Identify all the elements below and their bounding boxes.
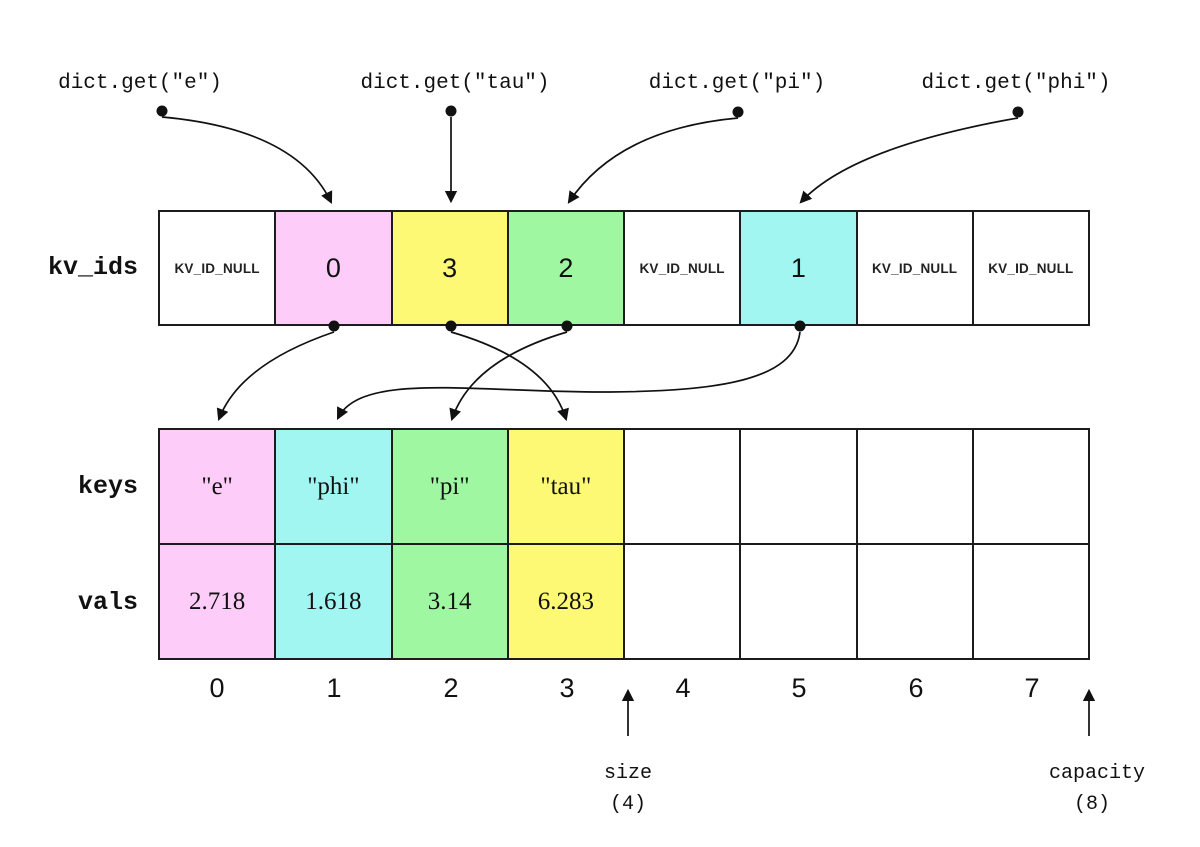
arrow-kvid2-to-key-pi	[449, 331, 568, 422]
vals-cell-6	[855, 545, 972, 658]
val-value: 3.14	[427, 587, 472, 615]
key-value: "tau"	[540, 472, 592, 500]
vals-cell-3: 6.283	[506, 545, 623, 658]
key-value: "pi"	[429, 472, 470, 500]
keys-row-label: keys	[77, 472, 138, 501]
arrow-kvid3-to-key-tau	[450, 331, 569, 422]
size-value: (4)	[609, 793, 647, 816]
kv-id-value: KV_ID_NULL	[871, 260, 958, 276]
val-value: 1.618	[305, 587, 362, 615]
arrow-kvid0-to-key-e	[216, 331, 335, 422]
vals-cell-0: 2.718	[160, 545, 275, 658]
call-label-e: dict.get("e")	[58, 72, 222, 95]
index-label-2: 2	[443, 673, 459, 703]
kv-ids-cell-3: 2	[506, 212, 623, 324]
kv-ids-array: KV_ID_NULL 0 3 2 KV_ID_NULL 1 KV_ID_NULL…	[158, 210, 1090, 326]
kv-ids-cell-4: KV_ID_NULL	[623, 212, 740, 324]
kv-ids-row-label: kv_ids	[47, 253, 138, 282]
kv-ids-cell-1: 0	[274, 212, 391, 324]
call-label-pi: dict.get("pi")	[648, 72, 826, 95]
anchor-dot	[445, 105, 457, 117]
kv-id-value: KV_ID_NULL	[174, 260, 260, 276]
call-label-phi: dict.get("phi")	[921, 72, 1111, 95]
arrow-kvid1-to-key-phi	[336, 331, 801, 420]
capacity-label: capacity	[1048, 762, 1146, 785]
index-label-7: 7	[1024, 673, 1040, 703]
arrow-get-e-to-slot1	[161, 116, 333, 204]
call-label-tau: dict.get("tau")	[360, 72, 550, 95]
kv-id-value: 3	[442, 252, 458, 283]
arrow-get-phi-to-slot5	[799, 117, 1019, 204]
vals-cell-7	[971, 545, 1088, 658]
index-label-5: 5	[791, 673, 807, 703]
keys-vals-array: "e" "phi" "pi" "tau" 2.718 1.618 3.14 6.…	[158, 428, 1090, 660]
keys-cell-2: "pi"	[390, 430, 507, 543]
vals-row-label: vals	[77, 588, 138, 617]
kv-id-value: 0	[325, 252, 341, 283]
val-value: 2.718	[189, 587, 246, 615]
keys-cell-1: "phi"	[274, 430, 391, 543]
keys-cell-3: "tau"	[506, 430, 623, 543]
index-label-0: 0	[209, 673, 225, 703]
kv-ids-cell-0: KV_ID_NULL	[160, 212, 275, 324]
vals-cell-1: 1.618	[274, 545, 391, 658]
kv-ids-cell-2: 3	[390, 212, 507, 324]
capacity-value: (8)	[1073, 793, 1111, 816]
keys-cell-4	[623, 430, 740, 543]
kv-ids-cell-7: KV_ID_NULL	[971, 212, 1088, 324]
kv-ids-cell-6: KV_ID_NULL	[855, 212, 972, 324]
val-value: 6.283	[537, 587, 594, 615]
vals-cell-4	[623, 545, 740, 658]
index-label-4: 4	[675, 673, 691, 703]
keys-cell-5	[739, 430, 856, 543]
keys-row: "e" "phi" "pi" "tau"	[160, 430, 1088, 545]
kv-id-value: 1	[790, 252, 806, 283]
vals-cell-5	[739, 545, 856, 658]
keys-cell-6	[855, 430, 972, 543]
size-label: size	[603, 762, 653, 785]
anchor-dot	[1012, 106, 1024, 118]
keys-cell-7	[971, 430, 1088, 543]
index-label-3: 3	[559, 673, 575, 703]
kv-ids-cell-5: 1	[739, 212, 856, 324]
keys-cell-0: "e"	[160, 430, 275, 543]
vals-row: 2.718 1.618 3.14 6.283	[160, 545, 1088, 658]
index-label-6: 6	[908, 673, 924, 703]
vals-cell-2: 3.14	[390, 545, 507, 658]
kv-ids-row: KV_ID_NULL 0 3 2 KV_ID_NULL 1 KV_ID_NULL…	[160, 212, 1088, 324]
anchor-dot	[732, 106, 744, 118]
kv-id-value: KV_ID_NULL	[639, 260, 725, 276]
key-value: "phi"	[307, 472, 360, 500]
anchor-dot	[156, 105, 168, 117]
kv-id-value: 2	[558, 252, 574, 283]
index-label-1: 1	[326, 673, 342, 703]
key-value: "e"	[201, 472, 233, 500]
kv-id-value: KV_ID_NULL	[988, 260, 1074, 276]
arrow-get-pi-to-slot3	[567, 117, 739, 204]
